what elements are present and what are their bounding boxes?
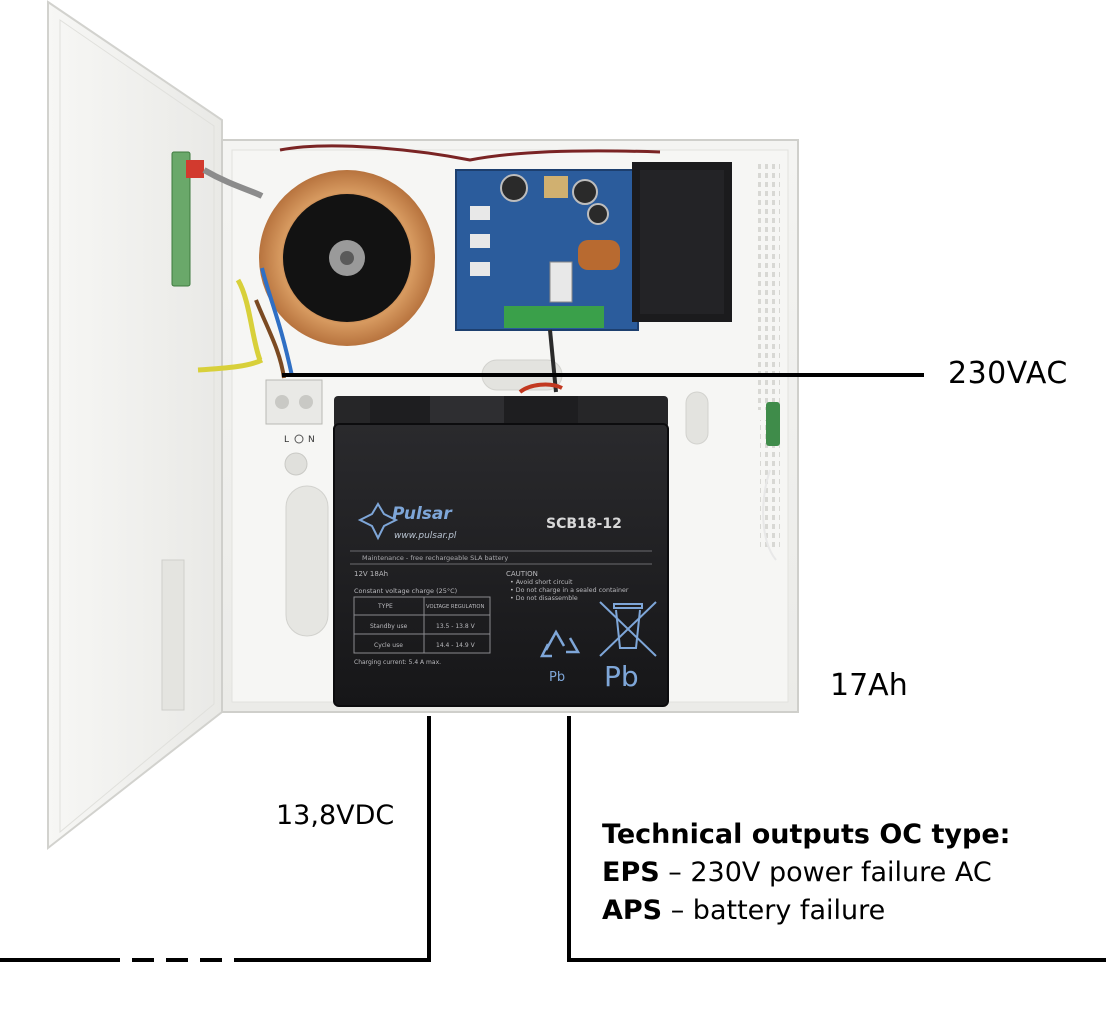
crossed-bin-icon: [599, 601, 657, 657]
charge-table: TYPE VOLTAGE REGULATION Standby use 13.5…: [353, 596, 491, 654]
battery-model: SCB18-12: [546, 516, 622, 532]
battery: Pulsar www.pulsar.pl SCB18-12 Maintenanc…: [333, 396, 669, 707]
table-row-standby-voltage: 13.5 - 13.8 V: [436, 623, 476, 630]
table-row-cycle-voltage: 14.4 - 14.9 V: [436, 642, 476, 649]
charging-current: Charging current: 5.4 A max.: [354, 659, 441, 666]
caution-item-2: • Do not charge in a sealed container: [510, 587, 629, 594]
temperature-sensor: [766, 402, 780, 446]
inductor: [578, 240, 620, 270]
battery-capacity-label: 17Ah: [830, 668, 908, 703]
battery-brand: Pulsar: [392, 504, 453, 524]
terminal-n-label: N: [308, 435, 315, 445]
door-sticker: [161, 559, 185, 711]
cable-slot-left: [285, 485, 329, 637]
pulsar-star-logo: [357, 502, 399, 541]
output-aps-desc: – battery failure: [662, 895, 886, 926]
output-aps: APS – battery failure: [602, 892, 1010, 930]
table-header-voltage: VOLTAGE REGULATION: [426, 604, 485, 610]
output-aps-key: APS: [602, 895, 663, 926]
connection-lines: [0, 373, 1106, 962]
terminal-l-label: L: [284, 435, 289, 445]
capacitor-1: [500, 174, 528, 202]
output-eps-desc: – 230V power failure AC: [659, 857, 992, 888]
recycle-icon: [539, 629, 581, 658]
tamper-switch: [171, 151, 264, 287]
enclosure-door: [47, 0, 223, 851]
output-eps-key: EPS: [602, 857, 660, 888]
fuse: [549, 261, 573, 303]
side-vents: [756, 160, 780, 410]
charge-heading: Constant voltage charge (25°C): [354, 587, 457, 595]
table-row-cycle-type: Cycle use: [374, 642, 403, 649]
capacitor-2: [572, 179, 598, 205]
battery-rating: 12V 18Ah: [354, 570, 388, 578]
caution-item-3: • Do not disassemble: [510, 595, 578, 602]
side-vents-lower: [760, 420, 780, 550]
mains-terminal-block: L N: [265, 379, 323, 445]
wiring: [197, 144, 777, 561]
terminal-block: [504, 306, 604, 328]
dc-output-line: [256, 716, 431, 962]
psu-board: [455, 162, 732, 331]
toroidal-transformer: [259, 170, 435, 346]
recycle-pb-label: Pb: [549, 670, 565, 685]
dc-output-label: 13,8VDC: [276, 800, 395, 831]
battery-website: www.pulsar.pl: [394, 531, 457, 541]
table-header-type: TYPE: [377, 603, 393, 610]
capacitor-3: [587, 203, 609, 225]
table-row-standby-type: Standby use: [370, 623, 408, 630]
bin-pb-label: Pb: [604, 660, 639, 693]
mount-hole: [284, 452, 308, 476]
output-eps: EPS – 230V power failure AC: [602, 854, 1010, 892]
caution-title: CAUTION: [506, 570, 538, 578]
cable-slot-right: [685, 391, 709, 445]
technical-outputs-title: Technical outputs OC type:: [602, 819, 1011, 850]
technical-outputs-text: Technical outputs OC type: EPS – 230V po…: [602, 816, 1010, 930]
caution-item-1: • Avoid short circuit: [510, 579, 573, 586]
ac-input-label: 230VAC: [948, 356, 1068, 391]
battery-subtitle: Maintenance - free rechargeable SLA batt…: [362, 554, 508, 562]
technical-outputs-line: [567, 716, 1106, 962]
